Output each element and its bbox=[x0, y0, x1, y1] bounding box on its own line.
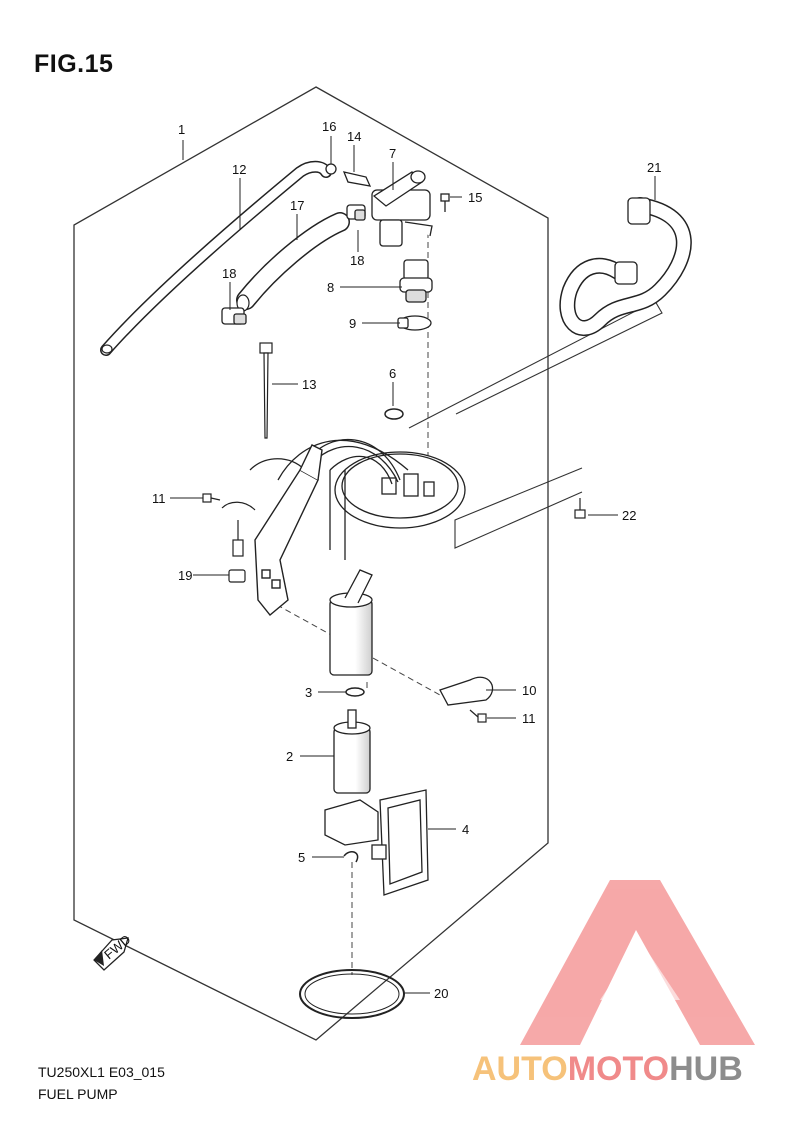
watermark-part-3: HUB bbox=[669, 1050, 743, 1088]
callout-1: 1 bbox=[178, 122, 185, 137]
callout-18-lower: 18 bbox=[350, 253, 364, 268]
callout-6: 6 bbox=[389, 366, 396, 381]
screw-11-lower bbox=[469, 709, 487, 723]
callout-20: 20 bbox=[434, 986, 448, 1001]
pump-sleeve bbox=[329, 569, 373, 676]
watermark-part-1: AUTO bbox=[472, 1050, 568, 1088]
clip-5 bbox=[343, 851, 359, 863]
valve-7 bbox=[371, 170, 433, 247]
callout-21: 21 bbox=[647, 160, 661, 175]
callout-2: 2 bbox=[286, 749, 293, 764]
clamp-18-upper bbox=[346, 204, 366, 221]
oring-3 bbox=[345, 687, 365, 697]
cable-tie-13 bbox=[259, 342, 273, 439]
callout-10: 10 bbox=[522, 683, 536, 698]
fwd-arrow-icon: FWD bbox=[93, 932, 133, 971]
callout-8: 8 bbox=[327, 280, 334, 295]
fitting-14 bbox=[342, 171, 372, 187]
filter-4 bbox=[324, 789, 429, 896]
watermark-part-2: MOTO bbox=[567, 1050, 670, 1088]
assembly-outline bbox=[73, 86, 549, 1041]
screw-11-upper bbox=[202, 493, 221, 503]
callout-15: 15 bbox=[468, 190, 482, 205]
pump-flange-plate bbox=[334, 451, 466, 529]
wire-lead bbox=[221, 501, 256, 557]
figure-title: FIG.15 bbox=[34, 50, 114, 78]
leader-lines bbox=[170, 136, 656, 994]
clamp-9 bbox=[397, 315, 432, 331]
callout-numbers: 1 2 3 4 5 6 7 8 9 10 11 11 12 13 14 15 1… bbox=[152, 119, 661, 1001]
drawing-caption: FUEL PUMP bbox=[38, 1086, 118, 1102]
part-8 bbox=[399, 259, 433, 303]
clamp-18-lower bbox=[221, 307, 247, 325]
callout-3: 3 bbox=[305, 685, 312, 700]
callout-5: 5 bbox=[298, 850, 305, 865]
callout-13: 13 bbox=[302, 377, 316, 392]
bolt-15 bbox=[440, 193, 450, 212]
fuel-pump-2 bbox=[333, 709, 371, 794]
strap-10 bbox=[439, 676, 494, 706]
watermark-text: AUTOMOTOHUB bbox=[472, 1050, 743, 1089]
callout-22: 22 bbox=[622, 508, 636, 523]
clip-19 bbox=[228, 569, 246, 583]
bolt-22 bbox=[574, 498, 586, 519]
callout-11-lower: 11 bbox=[522, 711, 536, 726]
callout-11-upper: 11 bbox=[152, 491, 166, 506]
pump-bracket bbox=[254, 444, 323, 616]
centerline-bracket bbox=[267, 599, 441, 696]
callout-4: 4 bbox=[462, 822, 469, 837]
hose-21 bbox=[559, 197, 692, 336]
callout-16: 16 bbox=[322, 119, 336, 134]
leader-box-21 bbox=[408, 300, 663, 429]
clip-16 bbox=[325, 163, 337, 175]
leader-box-22 bbox=[454, 467, 583, 549]
callout-14: 14 bbox=[347, 129, 361, 144]
callout-19: 19 bbox=[178, 568, 192, 583]
hose-17 bbox=[236, 212, 350, 312]
callout-9: 9 bbox=[349, 316, 356, 331]
callout-7: 7 bbox=[389, 146, 396, 161]
drawing-code: TU250XL1 E03_015 bbox=[38, 1064, 165, 1080]
hose-12 bbox=[100, 160, 332, 356]
callout-12: 12 bbox=[232, 162, 246, 177]
callout-18-upper: 18 bbox=[222, 266, 236, 281]
callout-17: 17 bbox=[290, 198, 304, 213]
oring-6 bbox=[384, 408, 404, 420]
gasket-20 bbox=[299, 969, 405, 1019]
watermark-logo bbox=[520, 880, 755, 1045]
